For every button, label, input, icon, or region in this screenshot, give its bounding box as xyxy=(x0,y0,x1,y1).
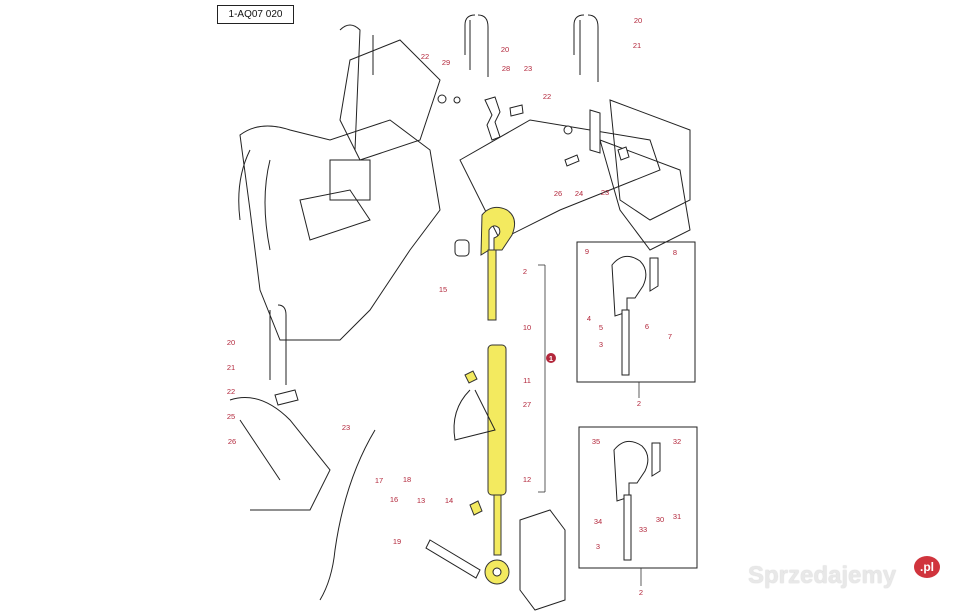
callout: 25 xyxy=(227,412,235,421)
watermark-badge: .pl xyxy=(914,556,940,578)
callout: 22 xyxy=(421,52,429,61)
callout: 9 xyxy=(585,247,589,256)
callout: 16 xyxy=(390,495,398,504)
callout: 2 xyxy=(639,588,643,597)
callout: 23 xyxy=(601,188,609,197)
callout: 8 xyxy=(673,248,677,257)
callout: 22 xyxy=(227,387,235,396)
callout: 11 xyxy=(523,376,531,385)
callout: 6 xyxy=(645,322,649,331)
callout: 2 xyxy=(523,267,527,276)
callouts-box1: 9 8 4 5 6 7 3 2 xyxy=(585,247,677,408)
callout: 26 xyxy=(554,189,562,198)
callout: 27 xyxy=(523,400,531,409)
callout: 29 xyxy=(442,58,450,67)
callouts-top: 20 22 29 28 23 20 21 22 26 24 23 xyxy=(421,16,642,198)
callout: 26 xyxy=(228,437,236,446)
callout: 23 xyxy=(524,64,532,73)
callout: 19 xyxy=(393,537,401,546)
reference-code-label: 1-AQ07 020 xyxy=(217,5,294,24)
callout: 14 xyxy=(445,496,453,505)
callout: 4 xyxy=(587,314,591,323)
misc-parts xyxy=(269,239,566,611)
detail-box-1 xyxy=(576,241,696,398)
callout: 10 xyxy=(523,323,531,332)
callout: 21 xyxy=(227,363,235,372)
callout: 7 xyxy=(668,332,672,341)
callout: 15 xyxy=(439,285,447,294)
callout: 32 xyxy=(673,437,681,446)
callout: 20 xyxy=(227,338,235,347)
callout: 20 xyxy=(634,16,642,25)
callout: 3 xyxy=(596,542,600,551)
callout: 33 xyxy=(639,525,647,534)
callout: 17 xyxy=(375,476,383,485)
callout: 18 xyxy=(403,475,411,484)
callout: 3 xyxy=(599,340,603,349)
main-callout-number: 1 xyxy=(549,354,553,363)
callout: 24 xyxy=(575,189,583,198)
callout: 5 xyxy=(599,323,603,332)
top-hardware-parts xyxy=(437,14,691,221)
callout: 12 xyxy=(523,475,531,484)
callout: 23 xyxy=(342,423,350,432)
main-callout-circle xyxy=(546,353,556,363)
callout: 28 xyxy=(502,64,510,73)
top-link-assembly xyxy=(453,206,516,585)
callouts-left: 20 21 22 25 23 26 17 18 16 19 13 14 xyxy=(227,338,453,546)
callout: 13 xyxy=(417,496,425,505)
watermark-logo: Sprzedajemy xyxy=(748,562,897,589)
callout: 30 xyxy=(656,515,664,524)
detail-box-2 xyxy=(578,426,698,586)
callouts-center: 2 15 10 1 11 27 12 xyxy=(439,267,553,484)
callout: 20 xyxy=(501,45,509,54)
callout: 22 xyxy=(543,92,551,101)
callout: 34 xyxy=(594,517,602,526)
callout: 21 xyxy=(633,41,641,50)
callout: 2 xyxy=(637,399,641,408)
callout: 35 xyxy=(592,437,600,446)
callouts-box2: 35 32 34 30 31 33 3 2 xyxy=(592,437,681,597)
callout: 31 xyxy=(673,512,681,521)
